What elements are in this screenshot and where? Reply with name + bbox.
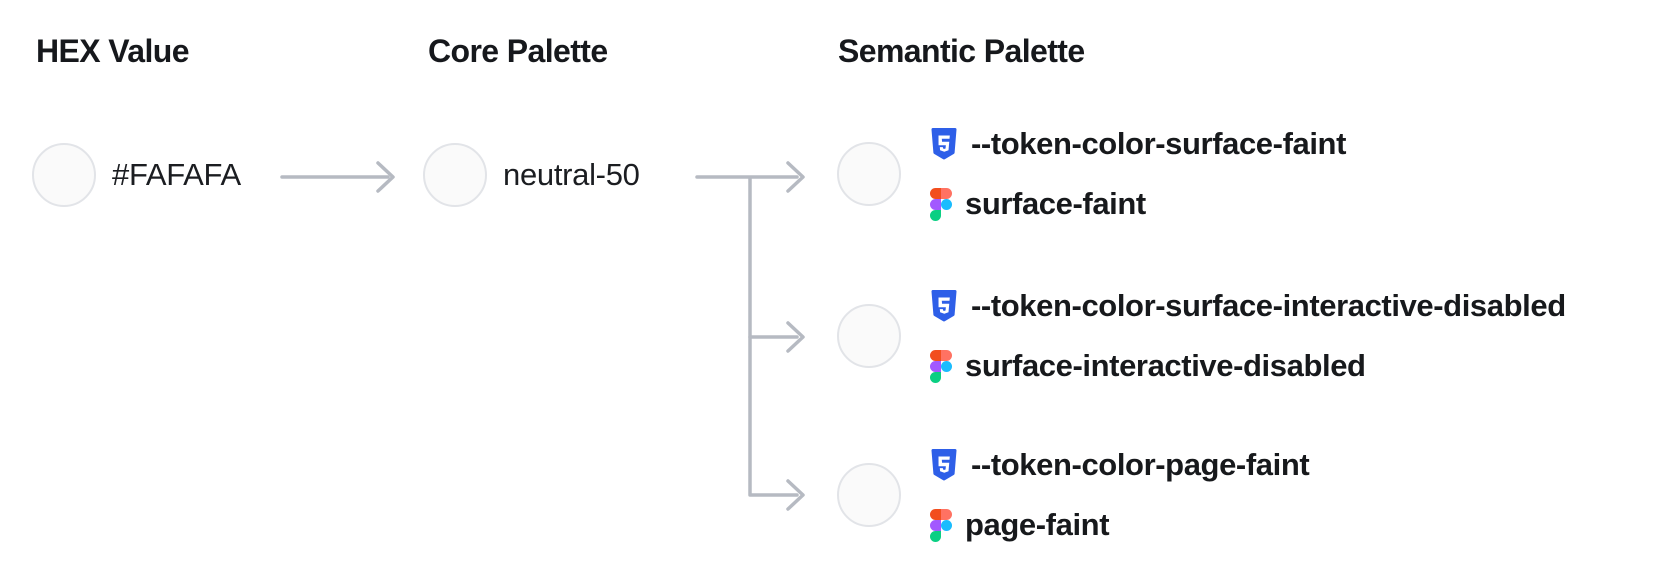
token-labels: --token-color-surface-faint surface-fain… bbox=[930, 124, 1346, 224]
semantic-token-item: --token-color-surface-interactive-disabl… bbox=[837, 275, 1566, 397]
arrowhead-semantic-1 bbox=[786, 161, 805, 193]
css3-shield-icon bbox=[931, 290, 957, 322]
css-token-line: --token-color-surface-faint bbox=[930, 124, 1346, 164]
core-palette-node: neutral-50 bbox=[423, 143, 640, 207]
figma-logo-icon bbox=[930, 508, 952, 542]
css-token-label: --token-color-surface-interactive-disabl… bbox=[971, 288, 1566, 323]
semantic-token-item: --token-color-surface-faint surface-fain… bbox=[837, 113, 1346, 235]
hex-value-label: #FAFAFA bbox=[112, 157, 241, 192]
hex-value-node: #FAFAFA bbox=[32, 143, 241, 207]
branch-trunk-and-elbow bbox=[748, 176, 799, 497]
core-palette-heading: Core Palette bbox=[428, 33, 608, 69]
hex-value-heading: HEX Value bbox=[36, 33, 190, 69]
semantic-color-swatch bbox=[837, 304, 901, 368]
figma-logo-icon bbox=[930, 187, 952, 221]
hex-color-swatch bbox=[32, 143, 96, 207]
token-labels: --token-color-surface-interactive-disabl… bbox=[930, 286, 1566, 386]
css-token-label: --token-color-surface-faint bbox=[971, 126, 1347, 161]
core-palette-label: neutral-50 bbox=[503, 157, 640, 192]
css-token-line: --token-color-surface-interactive-disabl… bbox=[930, 286, 1566, 326]
figma-token-label: surface-interactive-disabled bbox=[965, 348, 1366, 383]
semantic-color-swatch bbox=[837, 142, 901, 206]
arrowhead-semantic-2 bbox=[786, 321, 805, 353]
figma-token-label: page-faint bbox=[965, 507, 1110, 542]
css-token-label: --token-color-page-faint bbox=[971, 447, 1310, 482]
token-labels: --token-color-page-faint page-faint bbox=[930, 445, 1310, 545]
figma-token-line: surface-faint bbox=[930, 184, 1346, 224]
figma-token-line: surface-interactive-disabled bbox=[930, 346, 1566, 386]
semantic-token-item: --token-color-page-faint page-faint bbox=[837, 434, 1310, 556]
css3-shield-icon bbox=[931, 449, 957, 481]
arrowhead-semantic-3 bbox=[786, 479, 805, 511]
core-color-swatch bbox=[423, 143, 487, 207]
figma-token-label: surface-faint bbox=[965, 186, 1146, 221]
css-token-line: --token-color-page-faint bbox=[930, 445, 1310, 485]
css3-shield-icon bbox=[931, 128, 957, 160]
figma-logo-icon bbox=[930, 349, 952, 383]
figma-token-line: page-faint bbox=[930, 505, 1309, 545]
arrowhead-hex-to-core bbox=[376, 161, 395, 193]
semantic-color-swatch bbox=[837, 463, 901, 527]
semantic-palette-heading: Semantic Palette bbox=[838, 33, 1085, 69]
